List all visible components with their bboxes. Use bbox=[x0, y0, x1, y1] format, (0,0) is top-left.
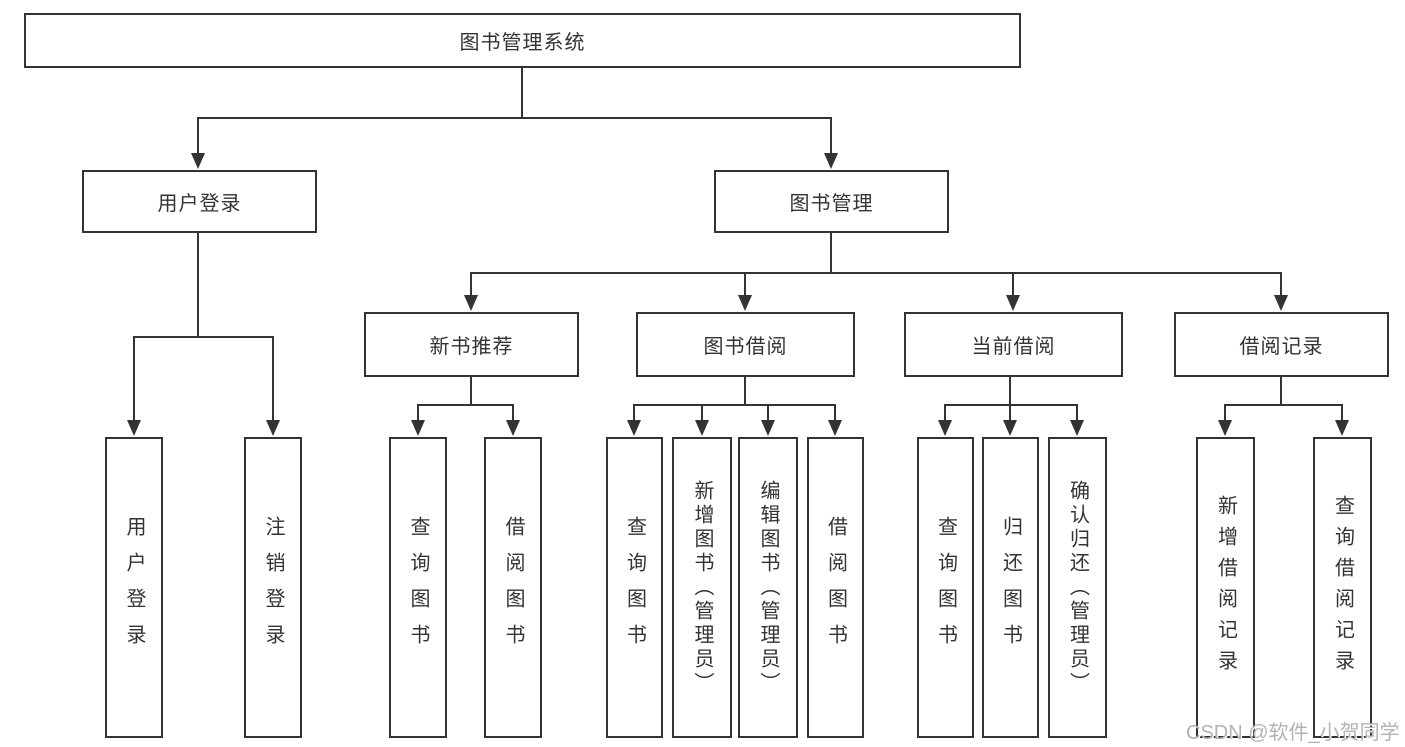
node-new-book-recommendation: 新书推荐 bbox=[364, 312, 579, 377]
node-book-borrowing-label: 图书借阅 bbox=[703, 336, 788, 358]
node-book-borrowing: 图书借阅 bbox=[636, 312, 855, 377]
node-book-management: 图书管理 bbox=[714, 170, 949, 233]
leaf-query-books-borrow-label: 查询图书 bbox=[623, 515, 646, 660]
leaf-query-books-recommend-label: 查询图书 bbox=[407, 515, 429, 660]
node-new-book-recommendation-label: 新书推荐 bbox=[429, 336, 514, 358]
leaf-query-books-recommend: 查询图书 bbox=[389, 437, 447, 738]
node-user-login-label: 用户登录 bbox=[157, 193, 242, 215]
leaf-add-borrow-record: 新增借阅记录 bbox=[1196, 437, 1255, 738]
leaf-query-books-current: 查询图书 bbox=[917, 437, 974, 738]
leaf-edit-books-admin-label: 编辑图书（管理员） bbox=[757, 479, 779, 696]
leaf-borrow-books-label: 借阅图书 bbox=[824, 515, 847, 660]
leaf-query-borrow-record-label: 查询借阅记录 bbox=[1331, 494, 1354, 681]
leaf-return-books: 归还图书 bbox=[982, 437, 1039, 738]
node-current-borrowing: 当前借阅 bbox=[904, 312, 1123, 377]
leaf-return-books-label: 归还图书 bbox=[999, 515, 1022, 660]
leaf-borrow-books-recommend-label: 借阅图书 bbox=[502, 515, 524, 660]
leaf-add-borrow-record-label: 新增借阅记录 bbox=[1214, 494, 1237, 681]
leaf-query-books-current-label: 查询图书 bbox=[934, 515, 957, 660]
node-borrowing-records-label: 借阅记录 bbox=[1239, 336, 1324, 358]
node-user-login: 用户登录 bbox=[82, 170, 317, 233]
node-library-management-system: 图书管理系统 bbox=[24, 13, 1021, 68]
leaf-edit-books-admin: 编辑图书（管理员） bbox=[738, 437, 798, 738]
leaf-borrow-books-recommend: 借阅图书 bbox=[484, 437, 542, 738]
leaf-confirm-return-admin: 确认归还（管理员） bbox=[1048, 437, 1107, 738]
node-current-borrowing-label: 当前借阅 bbox=[971, 336, 1056, 358]
node-library-management-system-label: 图书管理系统 bbox=[459, 32, 586, 54]
leaf-user-login-label: 用户登录 bbox=[123, 515, 145, 660]
leaf-user-login: 用户登录 bbox=[105, 437, 163, 738]
leaf-logout: 注销登录 bbox=[244, 437, 302, 738]
node-book-management-label: 图书管理 bbox=[789, 193, 874, 215]
watermark: CSDN @软件_小贺同学 bbox=[1186, 722, 1400, 744]
leaf-query-borrow-record: 查询借阅记录 bbox=[1313, 437, 1372, 738]
leaf-confirm-return-admin-label: 确认归还（管理员） bbox=[1066, 479, 1089, 696]
leaf-add-books-admin: 新增图书（管理员） bbox=[672, 437, 732, 738]
leaf-logout-label: 注销登录 bbox=[262, 515, 284, 660]
leaf-query-books-borrow: 查询图书 bbox=[606, 437, 663, 738]
node-borrowing-records: 借阅记录 bbox=[1174, 312, 1389, 377]
leaf-borrow-books: 借阅图书 bbox=[807, 437, 864, 738]
leaf-add-books-admin-label: 新增图书（管理员） bbox=[691, 479, 713, 696]
